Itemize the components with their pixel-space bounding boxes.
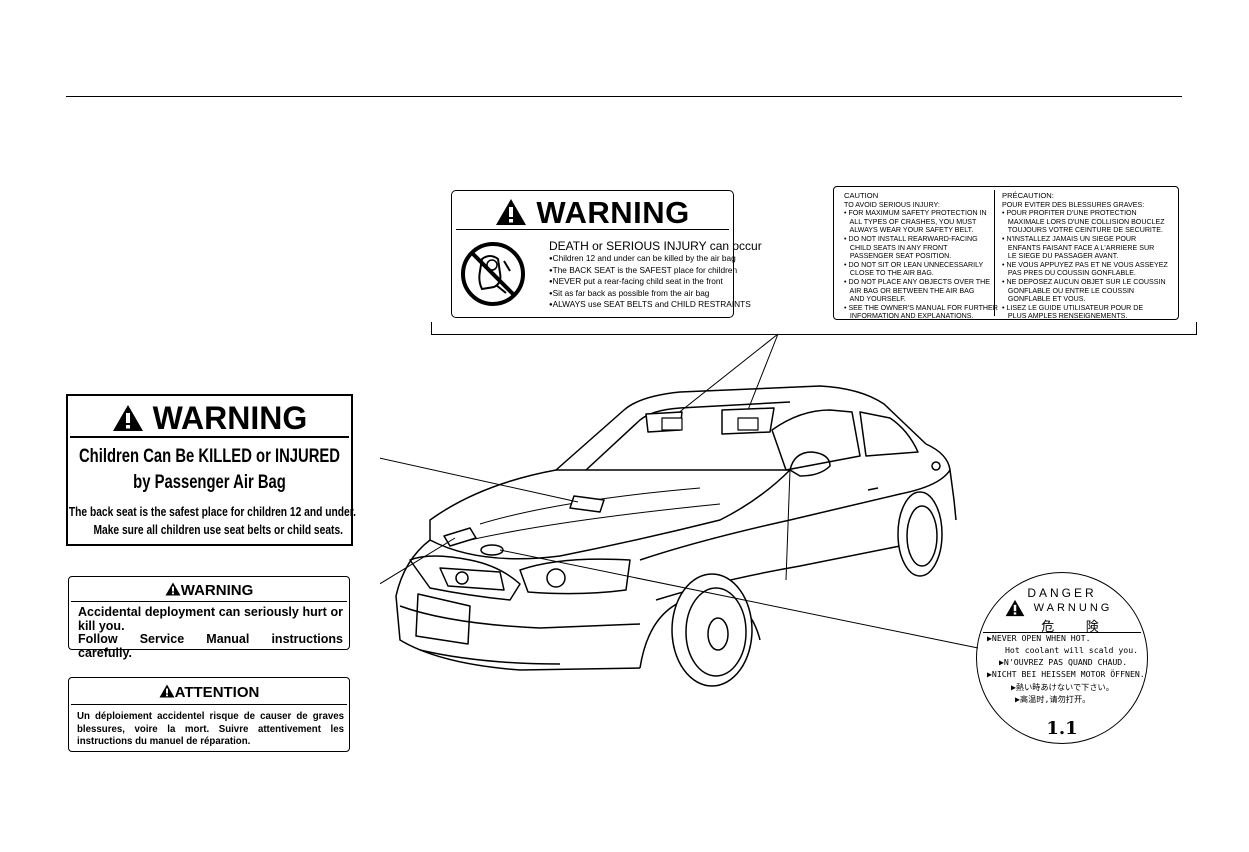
caution-line: CHILD SEATS IN ANY FRONT [844, 243, 948, 252]
caution-line: CLOSE TO THE AIR BAG. [844, 269, 934, 278]
cap-warning-line: Hot coolant will scald you. [1005, 645, 1139, 655]
hood-warning-line: The back seat is the safest place for ch… [68, 505, 356, 519]
hood-airbag-warning-label: WARNING Children Can Be KILLED or INJURE… [66, 394, 356, 546]
cap-warning-line: ▶高温时,请勿打开。 [1015, 694, 1091, 704]
caution-line: AND YOURSELF. [844, 295, 906, 304]
car-illustration [380, 333, 979, 687]
caution-line: • N'INSTALLEZ JAMAIS UN SIEGE POUR [1002, 234, 1137, 243]
hood-warning-headline: Children Can Be KILLED or INJURED by Pas… [79, 444, 340, 496]
caution-line: • NE VOUS APPUYEZ PAS ET NE VOUS ASSEYEZ [1002, 260, 1168, 269]
cap-warning-line: ▶NEVER OPEN WHEN HOT. [987, 633, 1091, 643]
caution-line: PRÉCAUTION: [1002, 191, 1054, 200]
airbag-attention-title: ATTENTION [174, 684, 260, 701]
caution-english-column: CAUTION TO AVOID SERIOUS INJURY: • FOR M… [844, 191, 998, 321]
caution-line: ALWAYS WEAR YOUR SAFETY BELT. [844, 226, 974, 235]
no-rear-facing-child-seat-icon [461, 242, 525, 306]
warning-triangle-icon [112, 405, 143, 431]
visor-labels-bracket [431, 322, 1197, 335]
visor-warning-header: WARNING [456, 195, 729, 230]
airbag-warning-line: kill you. [78, 618, 125, 633]
caution-french-column: PRÉCAUTION: POUR EVITER DES BLESSURES GR… [1002, 191, 1168, 321]
airbag-warning-line: Follow Service Manual instructions caref… [78, 632, 343, 660]
airbag-warning-header: WARNING [71, 579, 347, 602]
caution-bilingual-label: CAUTION TO AVOID SERIOUS INJURY: • FOR M… [833, 186, 1179, 320]
hood-warning-body: The back seat is the safest place for ch… [69, 503, 356, 539]
caution-line: POUR EVITER DES BLESSURES GRAVES: [1002, 200, 1145, 209]
cap-divider [983, 632, 1141, 633]
list-item: ALWAYS use SEAT BELTS and CHILD RESTRAIN… [549, 299, 751, 311]
visor-warning-headline: DEATH or SERIOUS INJURY can occur [549, 239, 762, 253]
top-rule [66, 96, 1182, 97]
hood-warning-line: Make sure all children use seat belts or… [93, 523, 343, 537]
caution-line: • POUR PROFITER D'UNE PROTECTION [1002, 209, 1137, 218]
cap-warnung-title: WARNUNG [1033, 602, 1113, 614]
airbag-module-warning-label: WARNING Accidental deployment can seriou… [68, 576, 350, 659]
caution-line: MAXIMALE LORS D'UNE COLLISION BOUCLEZ [1002, 217, 1165, 226]
airbag-warning-title: WARNING [180, 582, 254, 599]
list-item: Sit as far back as possible from the air… [549, 288, 751, 300]
radiator-cap-danger-label: DANGER WARNUNG 危 険 ▶NEVER OPEN WHEN HOT.… [976, 572, 1148, 744]
visor-warning-bullets: Children 12 and under can be killed by t… [549, 253, 751, 311]
caution-divider [994, 190, 995, 316]
cap-warning-line: ▶NICHT BEI HEISSEM MOTOR ÖFFNEN. [987, 669, 1145, 679]
airbag-warning-body: Accidental deployment can seriously hurt… [78, 605, 343, 660]
hood-warning-line: Children Can Be KILLED or INJURED [78, 446, 341, 467]
caution-line: • FOR MAXIMUM SAFETY PROTECTION IN [844, 209, 987, 218]
caution-line: • DO NOT SIT OR LEAN UNNECESSARILY [844, 260, 984, 269]
list-item: NEVER put a rear-facing child seat in th… [549, 276, 751, 288]
warning-triangle-icon [496, 199, 527, 225]
caution-line: PASSENGER SEAT POSITION. [844, 252, 952, 261]
caution-line: INFORMATION AND EXPLANATIONS. [844, 312, 974, 321]
list-item: The BACK SEAT is the SAFEST place for ch… [549, 265, 751, 277]
list-item: Children 12 and under can be killed by t… [549, 253, 751, 265]
caution-line: AIR BAG OR BETWEEN THE AIR BAG [844, 286, 975, 295]
airbag-warning-line: Accidental deployment can seriously hurt… [78, 605, 343, 619]
warning-triangle-icon [165, 582, 181, 596]
sun-visor-warning-label: WARNING DEATH or SERIOUS INJURY can occu… [451, 190, 762, 318]
caution-line: • DO NOT INSTALL REARWARD-FACING [844, 234, 978, 243]
cap-kiken-title: 危 険 [1041, 619, 1113, 634]
airbag-attention-body: Un déploiement accidentel risque de caus… [77, 711, 344, 748]
caution-line: ENFANTS FAISANT FACE A L'ARRIERE SUR [1002, 243, 1155, 252]
cap-warning-line: ▶熱い時あけないで下さい。 [1011, 682, 1114, 692]
warning-triangle-icon [1005, 599, 1025, 617]
caution-line: • SEE THE OWNER'S MANUAL FOR FURTHER [844, 303, 998, 312]
hood-warning-line: by Passenger Air Bag [133, 472, 286, 493]
airbag-module-attention-label: ATTENTION Un déploiement accidentel risq… [68, 677, 350, 752]
caution-line: PLUS AMPLES RENSEIGNEMENTS. [1002, 312, 1128, 321]
caution-line: LE SIEGE DU PASSAGER AVANT. [1002, 252, 1119, 261]
hood-warning-header: WARNING [70, 398, 349, 438]
cap-warning-line: ▶N'OUVREZ PAS QUAND CHAUD. [999, 657, 1128, 667]
caution-line: GONFLABLE OU ENTRE LE COUSSIN [1002, 286, 1135, 295]
caution-line: ALL TYPES OF CRASHES, YOU MUST [844, 217, 977, 226]
caution-line: • LISEZ LE GUIDE UTILISATEUR POUR DE [1002, 303, 1144, 312]
caution-line: • DO NOT PLACE ANY OBJECTS OVER THE [844, 277, 990, 286]
warning-triangle-icon [159, 684, 175, 698]
visor-warning-title: WARNING [536, 195, 690, 230]
cap-danger-title: DANGER [1027, 586, 1097, 600]
airbag-attention-header: ATTENTION [71, 680, 347, 705]
caution-line: GONFLABLE ET VOUS. [1002, 295, 1086, 304]
caution-line: PAS PRES DU COUSSIN GONFLABLE. [1002, 269, 1136, 278]
hood-warning-title: WARNING [152, 400, 308, 436]
caution-line: • NE DEPOSEZ AUCUN OBJET SUR LE COUSSIN [1002, 277, 1166, 286]
caution-line: TO AVOID SERIOUS INJURY: [844, 200, 940, 209]
caution-line: CAUTION [844, 191, 879, 200]
caution-line: TOUJOURS VOTRE CEINTURE DE SECURITE. [1002, 226, 1163, 235]
cap-pressure-rating: 1.1 [1046, 718, 1078, 739]
